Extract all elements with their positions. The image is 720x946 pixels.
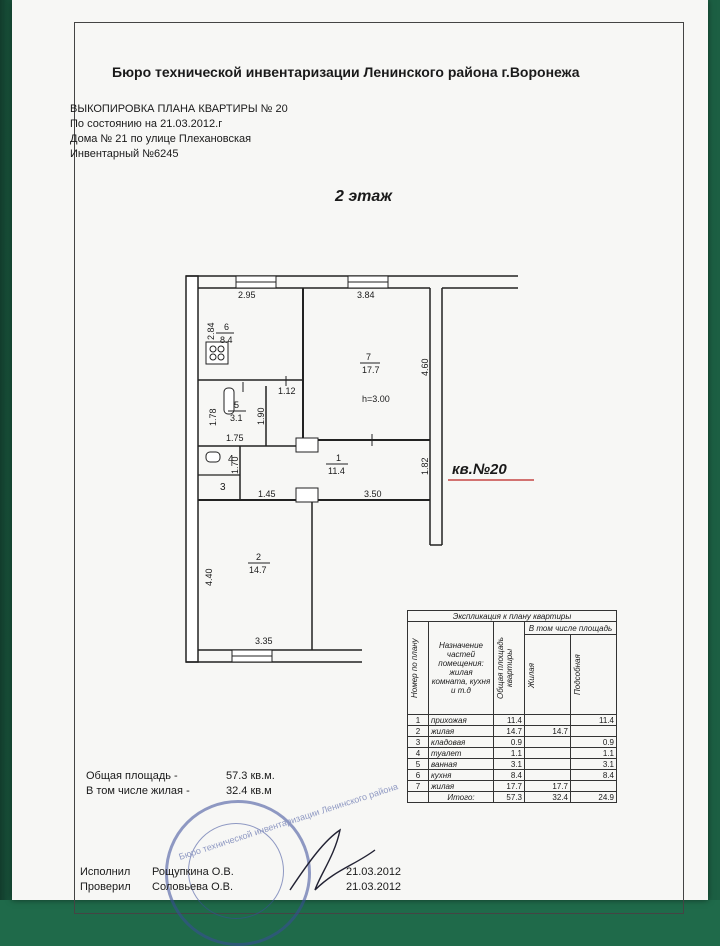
- dim-bath-depth-2: 1.90: [256, 407, 266, 425]
- dim-bath-width: 1.75: [226, 433, 244, 443]
- dim-corridor: 1.12: [278, 386, 296, 396]
- room-6-area: 8.4: [220, 335, 233, 345]
- header-line-3: Дома № 21 по улице Плехановская: [70, 133, 252, 145]
- signature-name-2: Соловьева О.В.: [152, 881, 234, 893]
- living-area-label: В том числе жилая -: [86, 785, 190, 797]
- signature-role-1: Исполнил: [80, 866, 131, 878]
- dim-hall-depth: 1.82: [420, 457, 430, 475]
- dim-storage-width: 1.45: [258, 489, 276, 499]
- signature-date-2: 21.03.2012: [346, 881, 402, 893]
- room-3-number: 3: [220, 482, 226, 493]
- explication-table: Экспликация к плану квартиры Номер по пл…: [407, 610, 617, 803]
- header-line-4: Инвентарный №6245: [70, 148, 179, 160]
- signature-role-2: Проверил: [80, 881, 131, 893]
- dim-kitchen-depth: 2.84: [206, 322, 216, 340]
- dim-room2-depth: 4.40: [204, 568, 214, 586]
- room-7-number: 7: [366, 352, 371, 362]
- room-4-number: 4: [228, 454, 234, 465]
- dim-hall-width: 3.50: [364, 489, 382, 499]
- dim-room7-width: 3.84: [357, 290, 375, 300]
- dim-bath-depth: 1.78: [208, 408, 218, 426]
- document-title: Бюро технической инвентаризации Ленинско…: [112, 64, 580, 80]
- col-number: Номер по плану: [410, 638, 419, 698]
- header-line-1: ВЫКОПИРОВКА ПЛАНА КВАРТИРЫ № 20: [70, 103, 288, 115]
- col-aux: Подсобная: [573, 654, 582, 696]
- col-purpose: Назначение частей помещения: жилая комна…: [428, 621, 494, 715]
- dim-wc-depth: 1.70: [230, 456, 240, 474]
- dim-room2-width: 3.35: [255, 636, 273, 646]
- explication-caption: Экспликация к плану квартиры: [407, 610, 617, 622]
- signature-date-1: 21.03.2012: [346, 866, 402, 878]
- living-area-value: 32.4 кв.м: [226, 785, 272, 797]
- header-line-2: По состоянию на 21.03.2012.г: [70, 118, 223, 130]
- room-6-number: 6: [224, 322, 229, 332]
- col-total: Общая площадь квартиры: [496, 637, 514, 699]
- handwritten-signature: [289, 828, 376, 891]
- room-2-area: 14.7: [249, 565, 267, 575]
- room-1-area: 11.4: [328, 466, 345, 476]
- room-5-area: 3.1: [230, 413, 243, 423]
- signature-name-1: Рощупкина О.В.: [152, 866, 234, 878]
- total-area-value: 57.3 кв.м.: [226, 770, 275, 782]
- total-area-label: Общая площадь -: [86, 770, 178, 782]
- dim-room7-depth: 4.60: [420, 358, 430, 376]
- floor-plan: 6 8.4 7 17.7 h=3.00 5 3.1 4 3 1 11.4 2 1…: [185, 275, 534, 663]
- room-5-number: 5: [234, 400, 239, 410]
- col-including: В том числе площадь: [524, 620, 617, 636]
- dim-kitchen-width: 2.95: [238, 290, 256, 300]
- ceiling-height: h=3.00: [362, 394, 390, 404]
- room-7-area: 17.7: [362, 365, 380, 375]
- room-2-number: 2: [256, 552, 261, 562]
- floor-label: 2 этаж: [335, 188, 393, 205]
- room-1-number: 1: [336, 453, 341, 463]
- apartment-label: кв.№20: [452, 461, 507, 478]
- col-living: Жилая: [527, 662, 536, 688]
